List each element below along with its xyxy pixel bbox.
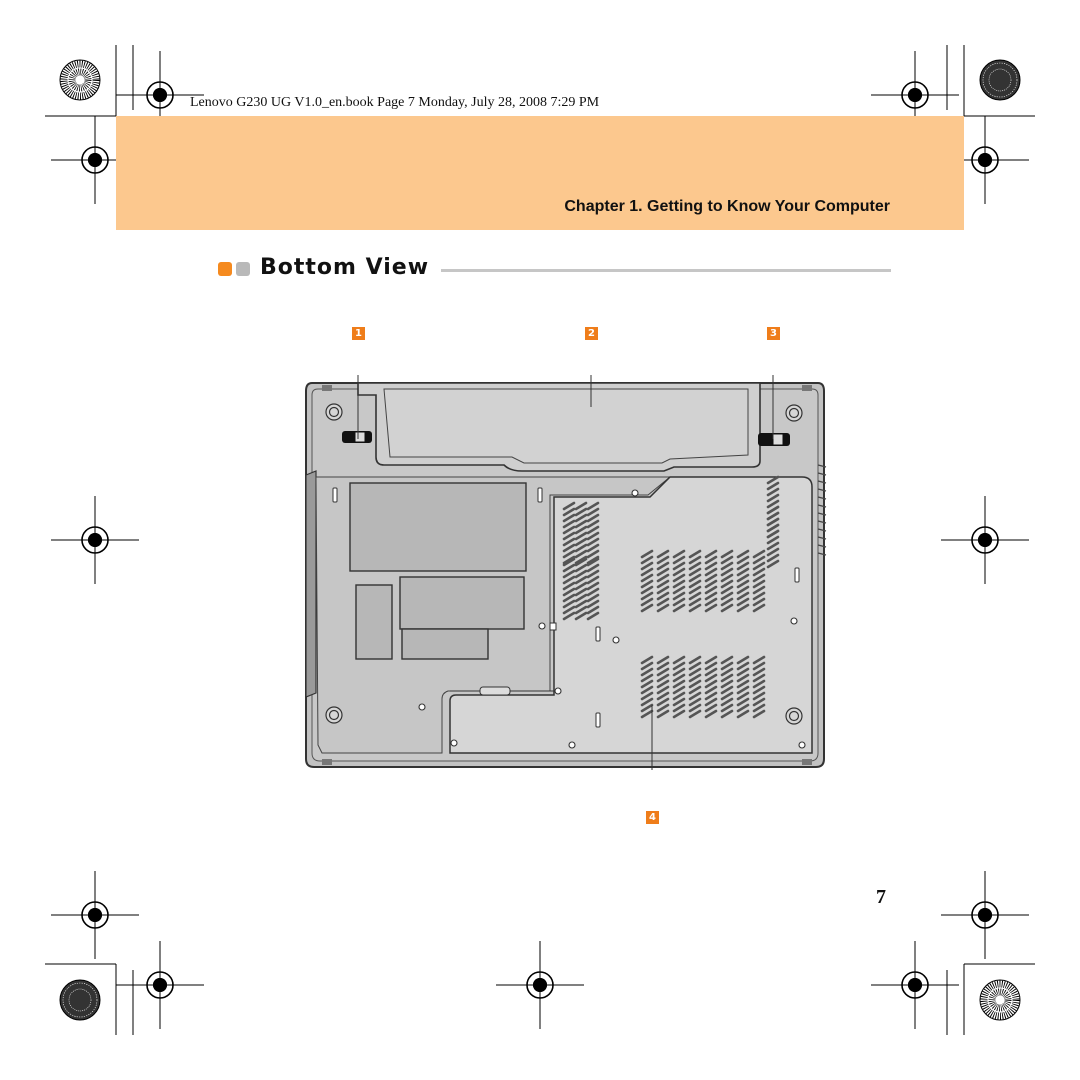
wheel-mark [980, 980, 1020, 1020]
callout-4: 4 [646, 811, 659, 824]
registration-mark [870, 940, 960, 1030]
bullet-square-gray [236, 262, 250, 276]
wheel-mark [59, 979, 101, 1021]
registration-mark [115, 940, 205, 1030]
print-header: Lenovo G230 UG V1.0_en.book Page 7 Monda… [190, 95, 600, 110]
registration-mark [940, 870, 1030, 960]
wheel-mark [60, 60, 100, 100]
section-title: Bottom View [260, 255, 430, 280]
bullet-square-orange [218, 262, 232, 276]
callout-2: 2 [585, 327, 598, 340]
callout-3: 3 [767, 327, 780, 340]
heading-rule [441, 269, 891, 272]
callout-1: 1 [352, 327, 365, 340]
registration-mark [50, 870, 140, 960]
section-heading: Bottom View [218, 255, 898, 285]
laptop-bottom-illustration [305, 375, 827, 770]
chapter-band: Chapter 1. Getting to Know Your Computer [116, 116, 964, 230]
chapter-title: Chapter 1. Getting to Know Your Computer [564, 198, 890, 215]
registration-mark [50, 495, 140, 585]
page-number: 7 [876, 886, 886, 908]
registration-mark [495, 940, 585, 1030]
registration-mark [940, 495, 1030, 585]
wheel-mark [979, 59, 1021, 101]
